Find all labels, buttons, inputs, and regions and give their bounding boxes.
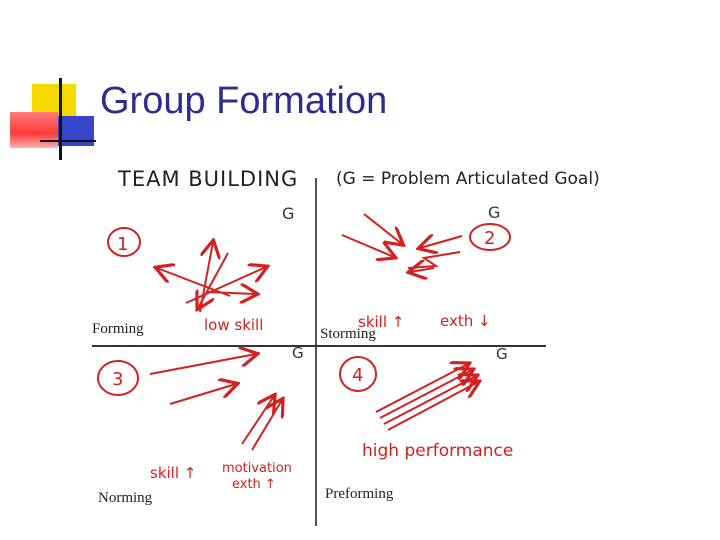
goal-label-q2: G xyxy=(488,203,500,222)
deco-horizontal-line xyxy=(40,140,96,142)
stage-preforming-label: Preforming xyxy=(325,486,394,502)
quadrant-2-note-exth-down: exth ↓ xyxy=(440,312,491,330)
goal-label-q3: G xyxy=(292,344,304,362)
quadrant-1-arrows xyxy=(157,242,266,312)
quadrant-3-arrows xyxy=(149,354,282,451)
quadrant-3-note-motivation: motivation xyxy=(222,461,292,476)
slide-title: Group Formation xyxy=(100,80,388,122)
deco-red-square xyxy=(10,112,58,148)
quadrant-2-arrows xyxy=(341,213,463,272)
quadrant-3-number: 3 xyxy=(112,369,123,390)
deco-vertical-line xyxy=(59,78,62,160)
quadrant-2-circle xyxy=(469,223,511,251)
quadrant-3-note-skill-up: skill ↑ xyxy=(150,464,196,482)
quadrant-4-circle xyxy=(339,356,377,392)
quadrant-4-note-high-performance: high performance xyxy=(362,441,513,461)
stage-storming-label: Storming xyxy=(320,326,376,342)
goal-label-q4: G xyxy=(496,345,508,363)
quadrant-2-number: 2 xyxy=(484,228,495,249)
quadrant-1-circle xyxy=(107,227,141,257)
quadrant-1-number: 1 xyxy=(117,234,128,255)
quadrant-2-note-skill-up: skill ↑ xyxy=(358,313,404,331)
header-goal-definition: (G = Problem Articulated Goal) xyxy=(336,169,600,189)
stage-forming-label: Forming xyxy=(92,321,144,337)
quadrant-4-arrows xyxy=(375,364,478,431)
goal-label-q1: G xyxy=(282,204,294,223)
quadrant-3-note-exth-up: exth ↑ xyxy=(232,477,276,492)
quadrant-1-note-low-skill: low skill xyxy=(204,316,263,334)
stage-norming-label: Norming xyxy=(98,490,153,506)
quadrant-4-number: 4 xyxy=(352,365,363,386)
header-team-building: TEAM BUILDING xyxy=(117,167,298,191)
quadrant-3-circle xyxy=(97,360,139,396)
